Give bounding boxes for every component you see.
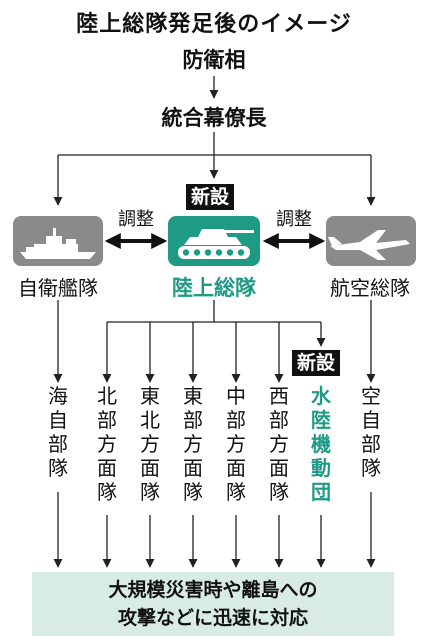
chief-of-staff-node: 統合幕僚長 <box>161 106 267 130</box>
column-northern-army: 北部方面隊 <box>97 384 117 504</box>
outcome-line-1: 大規模災害時や離島への <box>108 579 318 601</box>
coordination-label-left: 調整 <box>118 209 154 230</box>
new-badge-ground: 新設 <box>186 184 235 210</box>
outcome-line-2: 攻撃などに迅速に対応 <box>117 607 308 629</box>
minister-node: 防衛相 <box>182 48 246 72</box>
column-eastern-army: 東部方面隊 <box>183 384 203 504</box>
warship-icon <box>20 228 96 259</box>
column-western-army: 西部方面隊 <box>269 384 289 504</box>
fighter-jet-icon <box>328 230 410 260</box>
column-asdf-units: 空自部隊 <box>361 384 381 480</box>
column-amphibious-brigade: 水陸機動団 <box>311 384 331 504</box>
diagram-title: 陸上総隊発足後のイメージ <box>76 12 352 37</box>
ground-component-label: 陸上総隊 <box>172 276 256 300</box>
air-defense-label: 航空総隊 <box>330 276 410 300</box>
new-badge-amphibious: 新設 <box>292 350 341 376</box>
outcome-box: 大規模災害時や離島への 攻撃などに迅速に対応 <box>32 572 394 636</box>
tank-icon <box>178 229 254 259</box>
column-msdf-units: 海自部隊 <box>48 384 68 480</box>
coordination-label-right: 調整 <box>276 209 312 230</box>
column-northeastern-army: 東北方面隊 <box>140 384 160 504</box>
maritime-fleet-label: 自衛艦隊 <box>18 276 98 300</box>
column-middle-army: 中部方面隊 <box>226 384 246 504</box>
